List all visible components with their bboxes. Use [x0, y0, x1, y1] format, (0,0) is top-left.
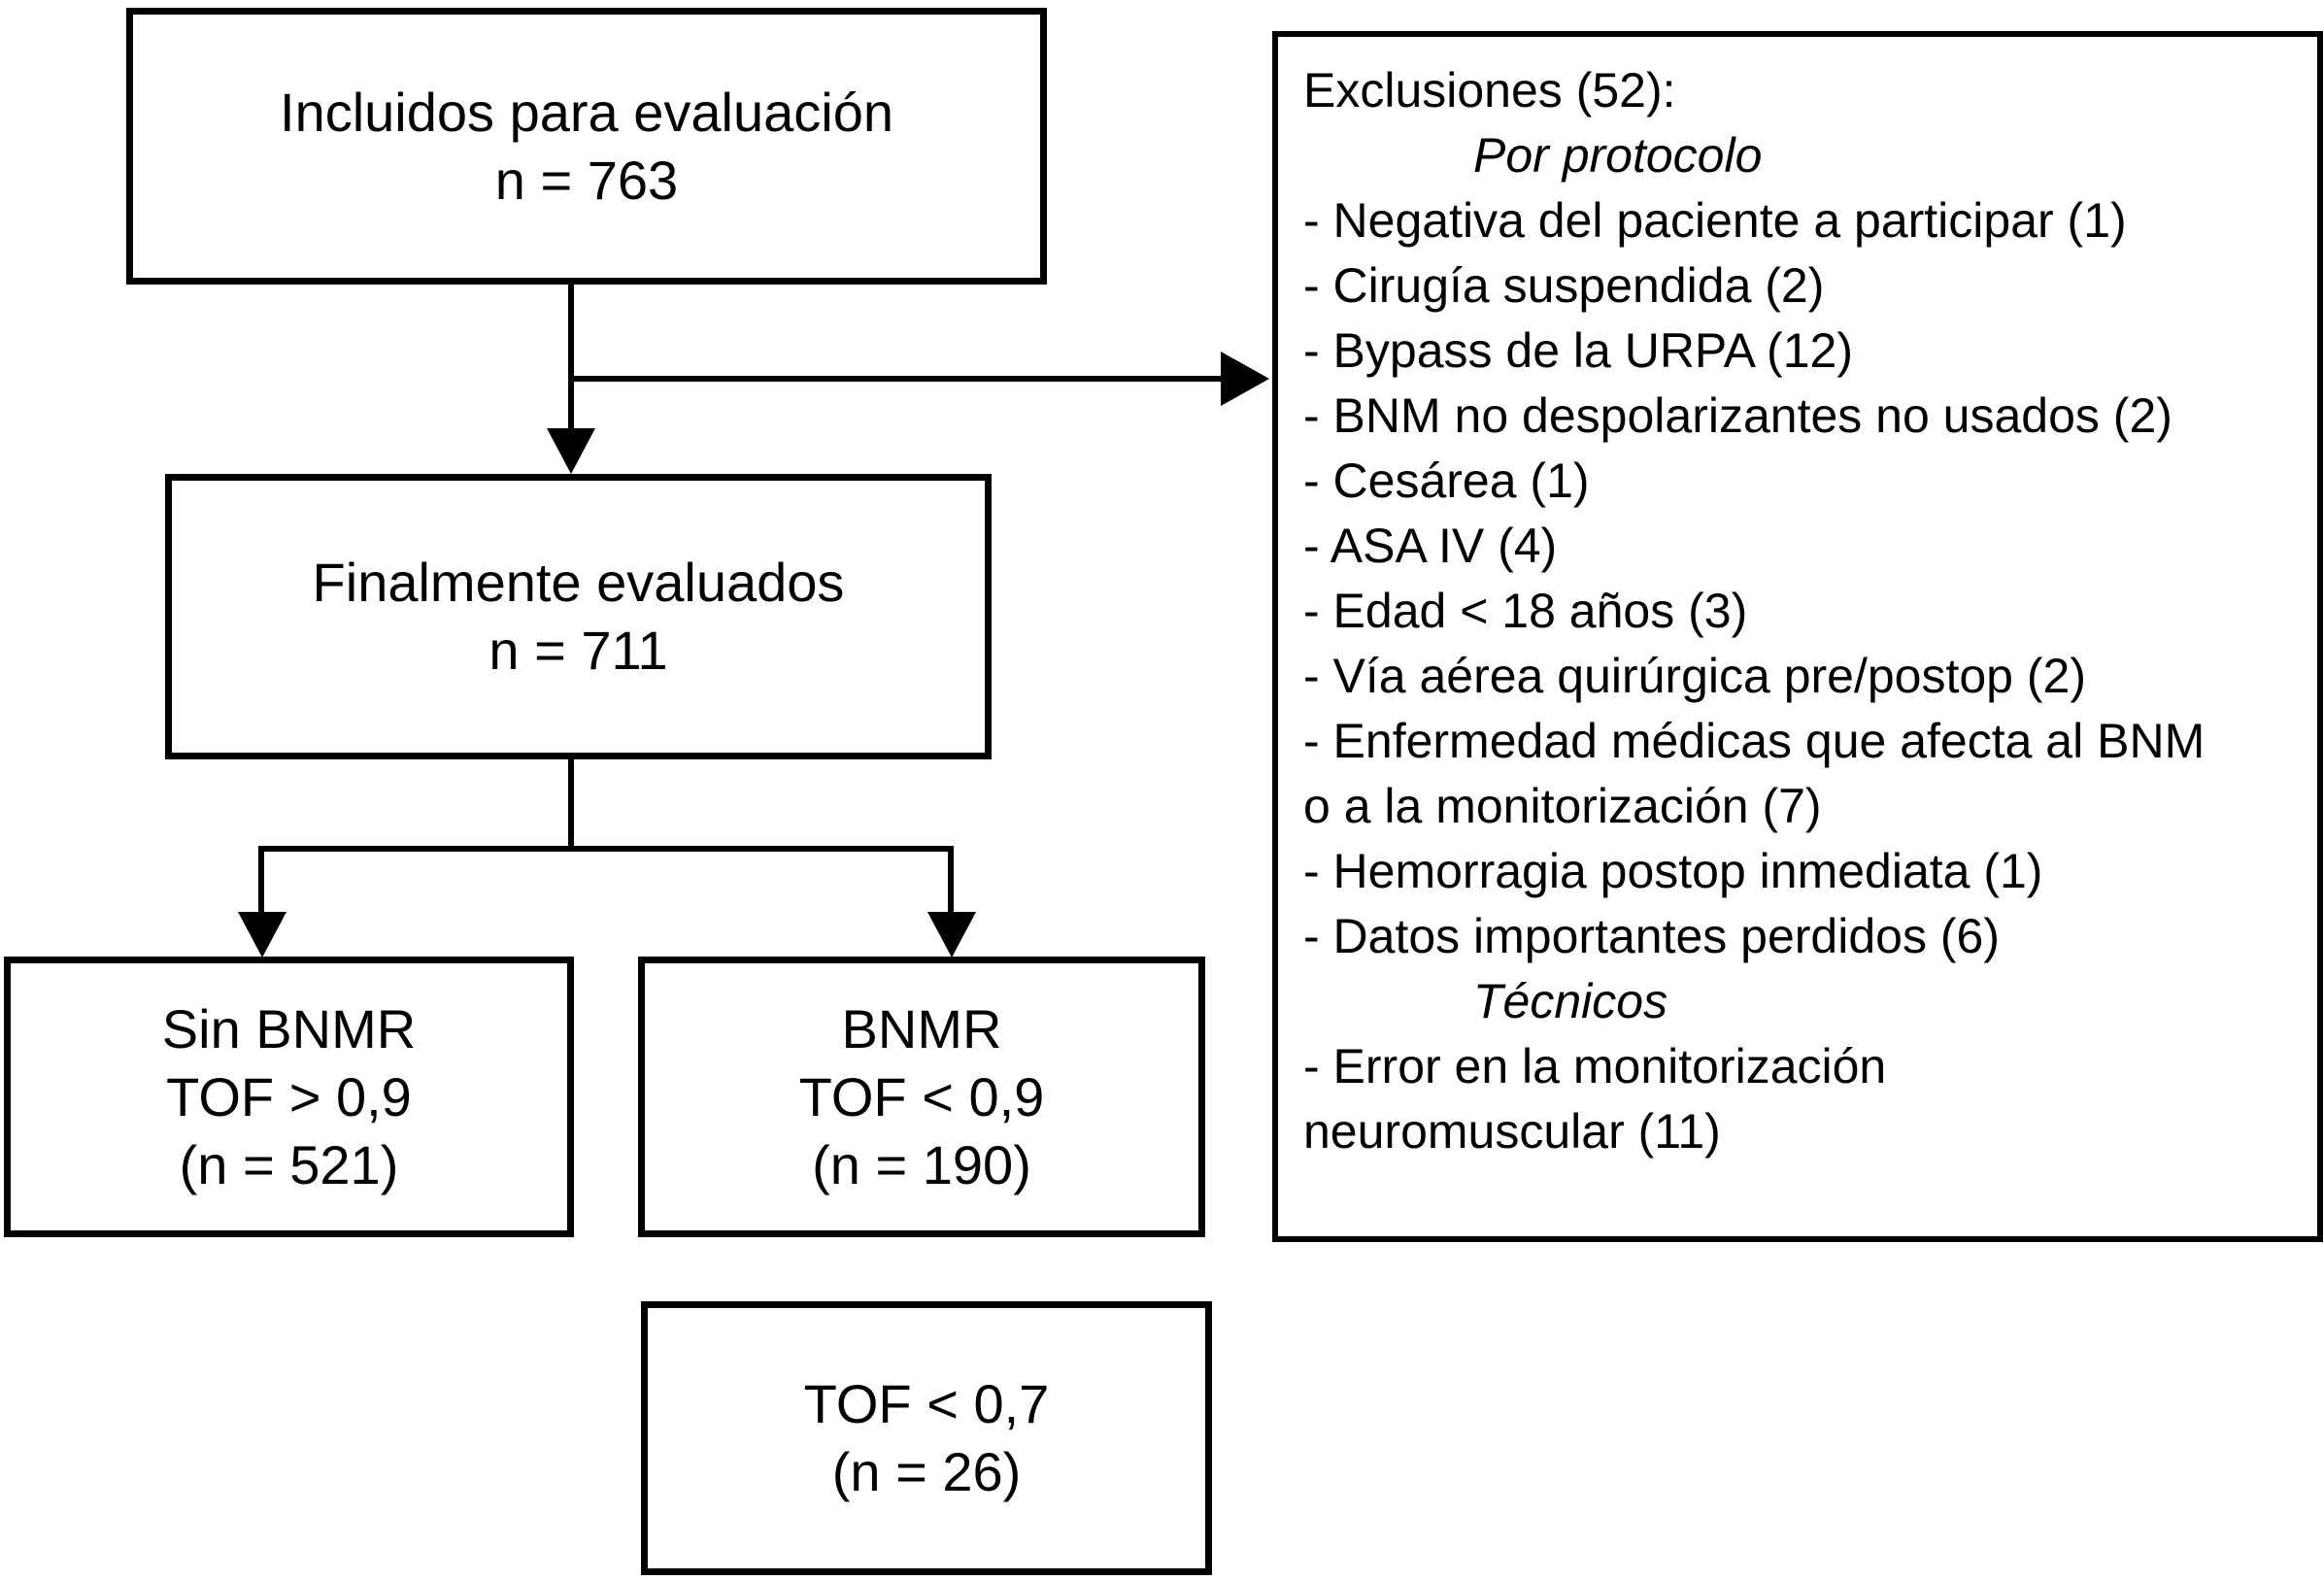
- box-bnmr: BNMR TOF < 0,9 (n = 190): [638, 957, 1205, 1237]
- exclusion-item: - Cirugía suspendida (2): [1303, 258, 1825, 313]
- box-included-line-1: Incluidos para evaluación: [280, 81, 893, 143]
- exclusions-subhead-protocol: Por protocolo: [1473, 128, 1763, 183]
- exclusion-item: - Edad < 18 años (3): [1303, 584, 1748, 638]
- exclusion-item: - Datos importantes perdidos (6): [1303, 909, 2000, 963]
- exclusion-item: - Cesárea (1): [1303, 454, 1590, 508]
- exclusion-item: - Negativa del paciente a participar (1): [1303, 193, 2127, 248]
- arrowhead-right-exclusions: [1221, 352, 1269, 406]
- connector-to-exclusions-line: [571, 376, 1222, 382]
- box-bnmr-count: (n = 190): [812, 1133, 1031, 1195]
- exclusions-title: Exclusiones (52):: [1303, 63, 1676, 118]
- exclusion-item-continuation: o a la monitorización (7): [1303, 779, 1822, 833]
- arrowhead-down-evaluated: [547, 428, 595, 474]
- box-tof-07-count: (n = 26): [831, 1441, 1022, 1502]
- exclusion-item: - BNM no despolarizantes no usados (2): [1303, 388, 2172, 443]
- arrowhead-down-no-bnmr: [238, 912, 286, 958]
- box-bnmr-line-1: BNMR: [841, 997, 1002, 1059]
- connector-right-branch-line: [948, 846, 954, 914]
- exclusion-item: - Hemorragia postop inmediata (1): [1303, 844, 2043, 898]
- exclusion-item: - Vía aérea quirúrgica pre/postop (2): [1303, 649, 2086, 703]
- connector-included-to-evaluated-line: [568, 283, 574, 430]
- box-included-for-evaluation: Incluidos para evaluación n = 763: [126, 8, 1047, 285]
- arrowhead-down-bnmr: [927, 912, 976, 958]
- box-evaluated-count: n = 711: [488, 620, 668, 681]
- connector-split-horizontal: [258, 846, 954, 852]
- box-tof-07: TOF < 0,7 (n = 26): [641, 1301, 1212, 1575]
- box-evaluated-line-1: Finalmente evaluados: [312, 552, 845, 613]
- box-no-bnmr-line-2: TOF > 0,9: [166, 1065, 412, 1127]
- box-no-bnmr-count: (n = 521): [179, 1133, 399, 1195]
- exclusions-subhead-technical: Técnicos: [1473, 974, 1668, 1028]
- box-tof-07-line-1: TOF < 0,7: [803, 1373, 1050, 1434]
- box-bnmr-line-2: TOF < 0,9: [798, 1065, 1045, 1127]
- exclusion-item-continuation: neuromuscular (11): [1303, 1104, 1721, 1159]
- box-finally-evaluated: Finalmente evaluados n = 711: [165, 474, 992, 759]
- box-no-bnmr-line-1: Sin BNMR: [161, 997, 417, 1059]
- exclusion-item: - Bypass de la URPA (12): [1303, 323, 1853, 378]
- exclusion-item: - Error en la monitorización: [1303, 1039, 1887, 1093]
- box-no-bnmr: Sin BNMR TOF > 0,9 (n = 521): [4, 957, 574, 1237]
- exclusion-item: - ASA IV (4): [1303, 519, 1558, 573]
- box-exclusions: Exclusiones (52): Por protocolo - Negati…: [1272, 31, 2323, 1242]
- connector-evaluated-stem: [568, 757, 574, 852]
- exclusion-item: - Enfermedad médicas que afecta al BNM: [1303, 714, 2206, 768]
- box-included-count: n = 763: [494, 149, 679, 211]
- connector-left-branch-line: [258, 846, 264, 914]
